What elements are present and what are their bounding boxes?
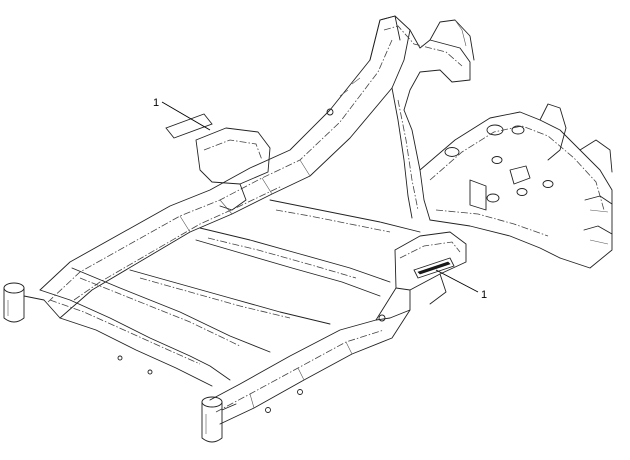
engine-deck bbox=[419, 103, 613, 269]
rear-tower bbox=[369, 15, 475, 221]
callout-number-upper: 1 bbox=[153, 97, 159, 109]
middle-cross-members bbox=[129, 199, 421, 325]
left-rear-bracket bbox=[195, 127, 271, 211]
right-frame-rail bbox=[209, 287, 411, 425]
right-caster-tube bbox=[201, 396, 237, 443]
right-rear-bracket bbox=[375, 231, 467, 321]
front-cross-member bbox=[39, 267, 271, 387]
left-caster-tube bbox=[3, 282, 61, 323]
hardware-details bbox=[117, 77, 386, 413]
decal-right-front bbox=[413, 257, 455, 279]
callout-leader-1-lower bbox=[435, 269, 479, 293]
callout-number-lower: 1 bbox=[481, 289, 487, 301]
left-frame-rail bbox=[39, 15, 411, 319]
callout-leader-1-upper bbox=[161, 101, 211, 131]
